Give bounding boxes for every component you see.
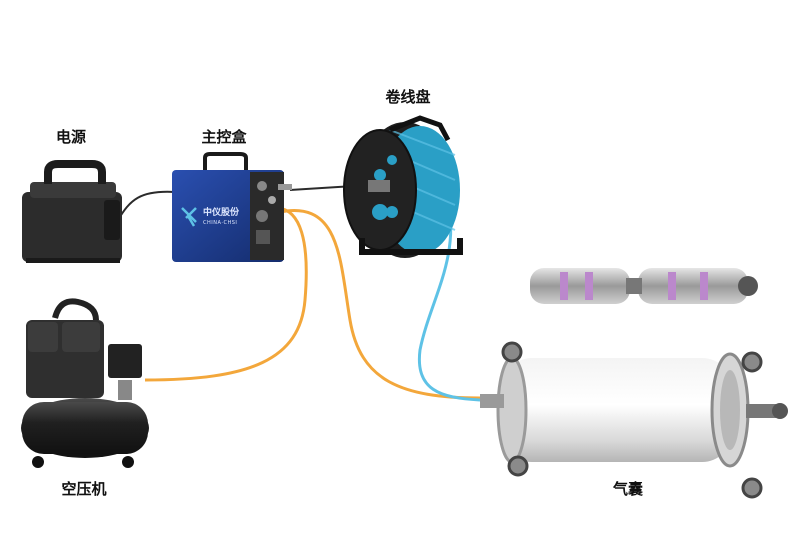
label-control-box: 主控盒 [201,128,247,146]
air-compressor [21,298,149,468]
logo-icon [181,207,197,227]
airbag-wheels [501,341,763,499]
label-airbag: 气囊 [612,480,644,498]
brand-logo-text: 中仪股份 [203,208,240,218]
compressor-hose [144,206,308,382]
label-power: 电源 [55,128,87,146]
reel-cable-to-airbag [417,199,481,402]
brand-logo-subtext: CHINA·CHSI [203,220,238,226]
airbag [480,341,788,499]
brand-logo: 中仪股份 CHINA·CHSI [203,208,239,228]
power-battery [22,160,122,263]
cable-reel [343,115,463,258]
pipe-robot [530,268,758,304]
power-cable [117,190,176,221]
control-box [172,152,292,262]
label-reel: 卷线盘 [385,88,431,106]
airbag-hose [279,209,481,400]
label-compressor: 空压机 [61,480,107,498]
